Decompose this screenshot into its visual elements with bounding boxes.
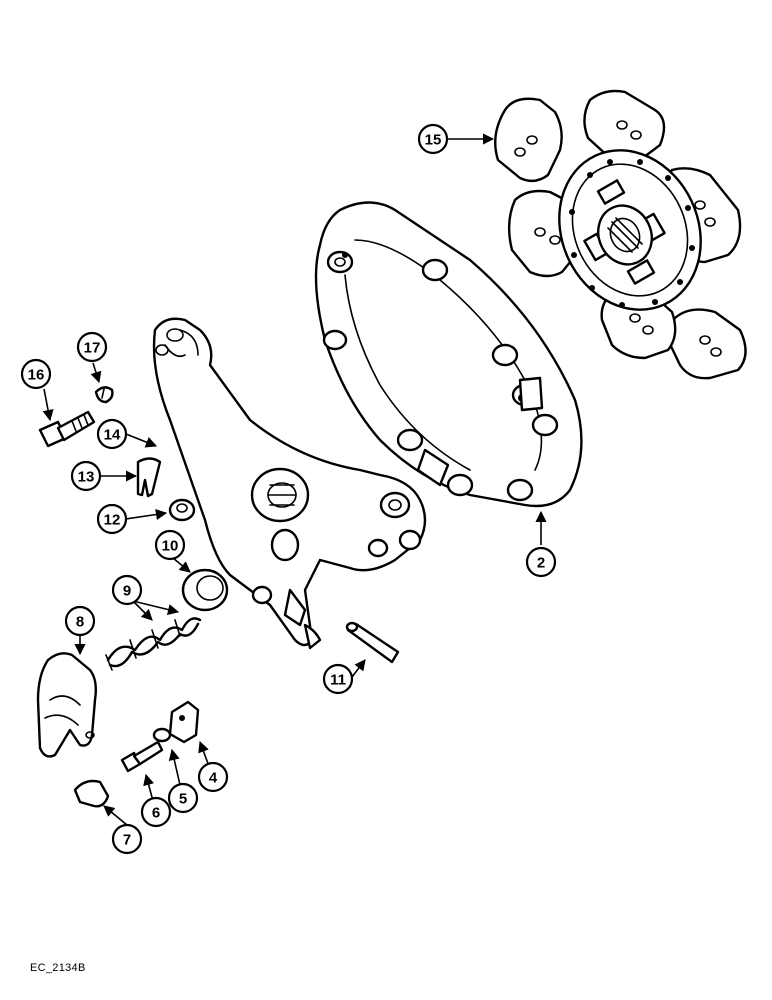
pressure-plate-assembly	[314, 201, 583, 508]
callout-15-label: 15	[425, 132, 442, 149]
clip	[168, 700, 200, 744]
callout-9: 9	[111, 574, 143, 606]
callout-8: 8	[64, 605, 96, 637]
lock-washer	[94, 386, 114, 404]
bolt	[38, 410, 96, 448]
release-bracket	[152, 317, 427, 650]
bushing	[181, 568, 229, 612]
bearing-carrier	[36, 652, 98, 758]
leader-lines	[42, 133, 547, 826]
callout-13: 13	[70, 460, 102, 492]
split-pin	[136, 457, 162, 498]
callout-2-label: 2	[537, 555, 545, 572]
callout-15: 15	[417, 123, 449, 155]
callout-16: 16	[20, 358, 52, 390]
callout-8-label: 8	[76, 614, 84, 631]
washer	[168, 498, 196, 522]
callout-17: 17	[76, 331, 108, 363]
screw	[120, 740, 164, 773]
callout-17-label: 17	[84, 340, 101, 357]
callout-5: 5	[167, 782, 199, 814]
callout-11: 11	[322, 663, 354, 695]
callout-7: 7	[111, 823, 143, 855]
callout-10: 10	[154, 529, 186, 561]
retainer	[73, 779, 110, 808]
callout-11-label: 11	[330, 672, 346, 689]
callout-2: 2	[525, 546, 557, 578]
callout-6-label: 6	[152, 805, 160, 822]
callout-12: 12	[96, 503, 128, 535]
spring	[105, 617, 202, 671]
pin	[345, 621, 400, 664]
clutch-disc	[494, 89, 747, 380]
callout-10-label: 10	[162, 538, 179, 555]
drawing-code: EC_2134B	[30, 962, 86, 974]
callout-14: 14	[96, 418, 128, 450]
callout-4-label: 4	[209, 770, 218, 787]
callout-16-label: 16	[28, 367, 45, 384]
callout-6: 6	[140, 796, 172, 828]
callout-5-label: 5	[179, 791, 187, 808]
callout-9-label: 9	[123, 583, 131, 600]
callout-7-label: 7	[123, 832, 131, 849]
callout-4: 4	[197, 761, 229, 793]
callout-13-label: 13	[78, 469, 95, 486]
nut	[152, 727, 172, 743]
callout-14-label: 14	[104, 427, 121, 444]
callout-12-label: 12	[104, 512, 121, 529]
